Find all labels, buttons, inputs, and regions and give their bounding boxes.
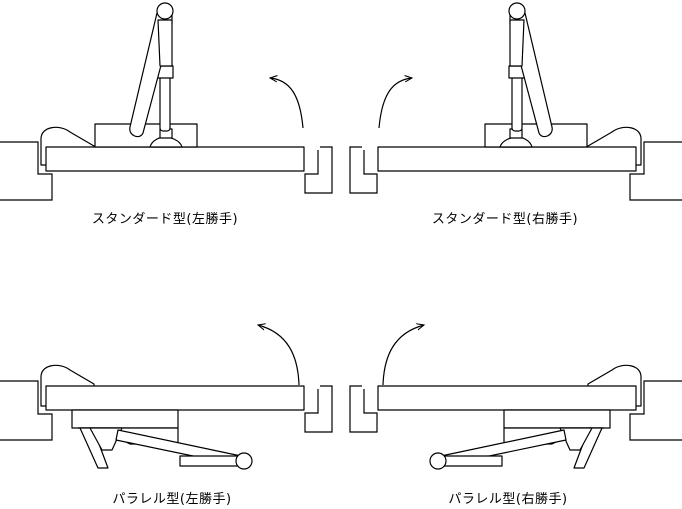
caption-standard-left: スタンダード型(左勝手) (91, 212, 239, 227)
parallel-right-drawing (350, 325, 682, 469)
caption-parallel-right: パラレル型(右勝手) (448, 492, 568, 507)
standard-right-drawing (350, 3, 682, 200)
standard-left-drawing (0, 3, 332, 200)
caption-parallel-left: パラレル型(左勝手) (112, 492, 232, 507)
caption-standard-right: スタンダード型(右勝手) (431, 212, 579, 227)
parallel-left-drawing (0, 325, 332, 469)
